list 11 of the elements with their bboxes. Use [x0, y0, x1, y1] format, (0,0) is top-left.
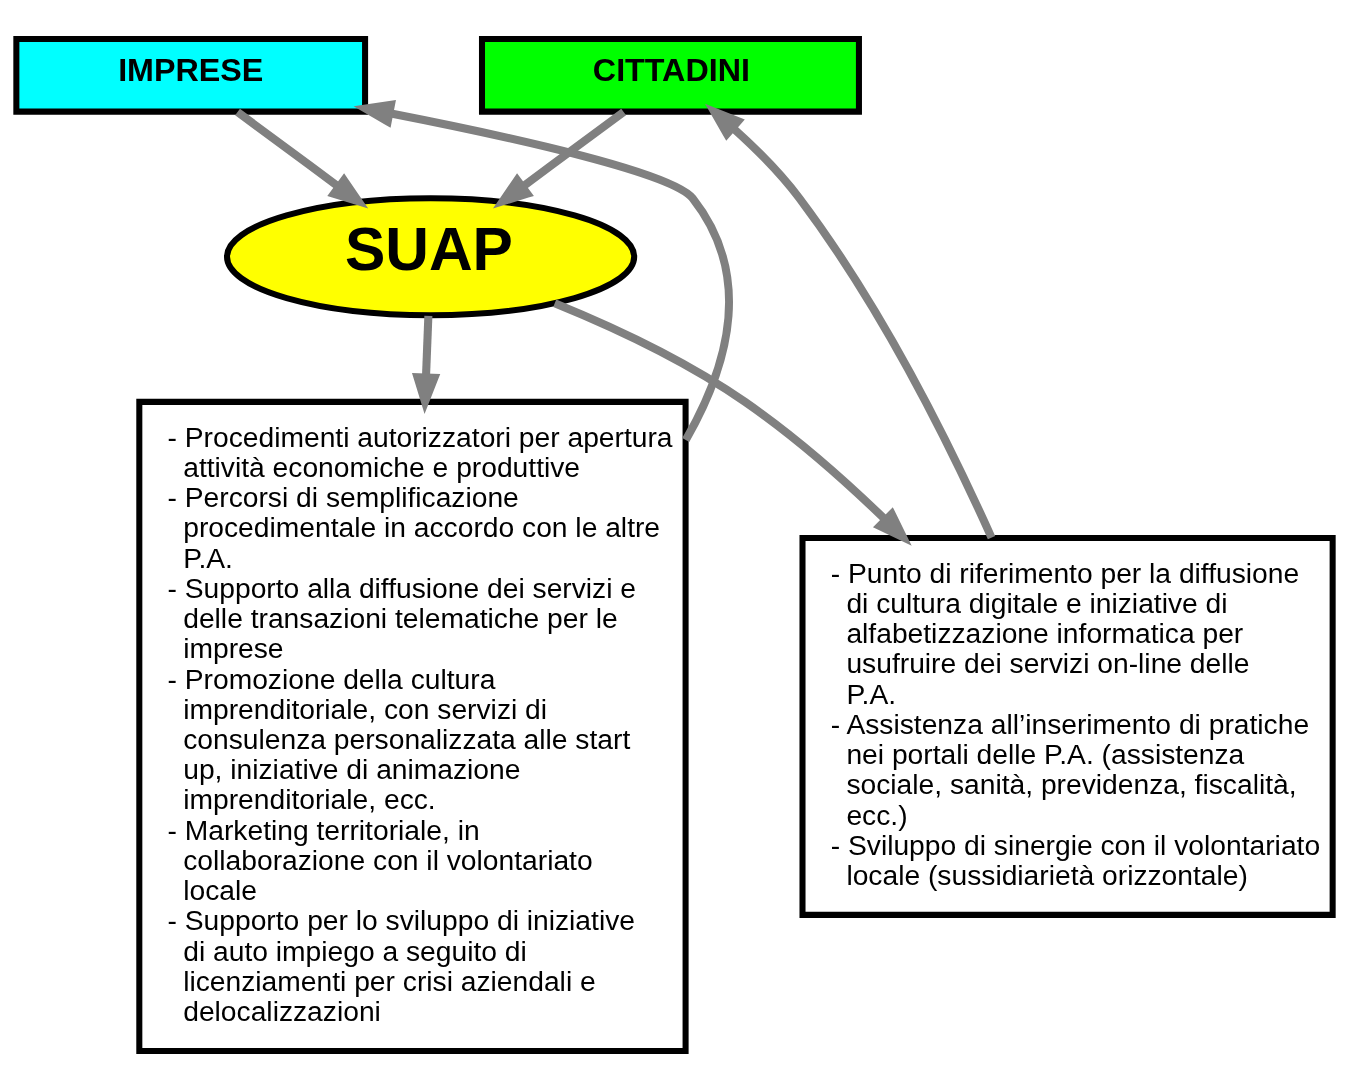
arrow — [412, 315, 441, 414]
node-box: - Punto di riferimento per la diffusione di cultura digitale e iniziative di alfabetizzazione informatica per usufruire dei servizi on-line delle P.A. - Assistenza all’inserimento di pratiche nei portali delle P.A. (assistenza sociale, sanità, previdenza, fiscalità, ecc.) - Sviluppo di sinergie con il volontariato locale (sussidiarietà orizzontale) — [799, 534, 1336, 918]
arrow — [235, 108, 369, 209]
arrow — [353, 100, 733, 442]
node-box: IMPRESE — [13, 36, 369, 115]
node-box: - Procedimenti autorizzatori per apertura attività economiche e produttive - Percorsi di semplificazione procedimentale in accordo con le altre P.A. - Supporto alla diffusione dei servizi e delle transazioni telematiche per le imprese - Promozione della cultura imprenditoriale, con servizi di consulenza personalizzata alle start up, iniziative di animazione imprenditoriale, ecc. - Marketing territoriale, in collaborazione con il volontariato locale - Supporto per lo sviluppo di iniziative di auto impiego a seguito di licenziamenti per crisi aziendali e delocalizzazioni — [136, 398, 689, 1054]
arrow — [553, 299, 912, 546]
node-ellipse: SUAP — [223, 195, 638, 319]
arrow — [705, 103, 996, 540]
node-box: CITTADINI — [478, 36, 862, 115]
arrow — [493, 108, 627, 209]
